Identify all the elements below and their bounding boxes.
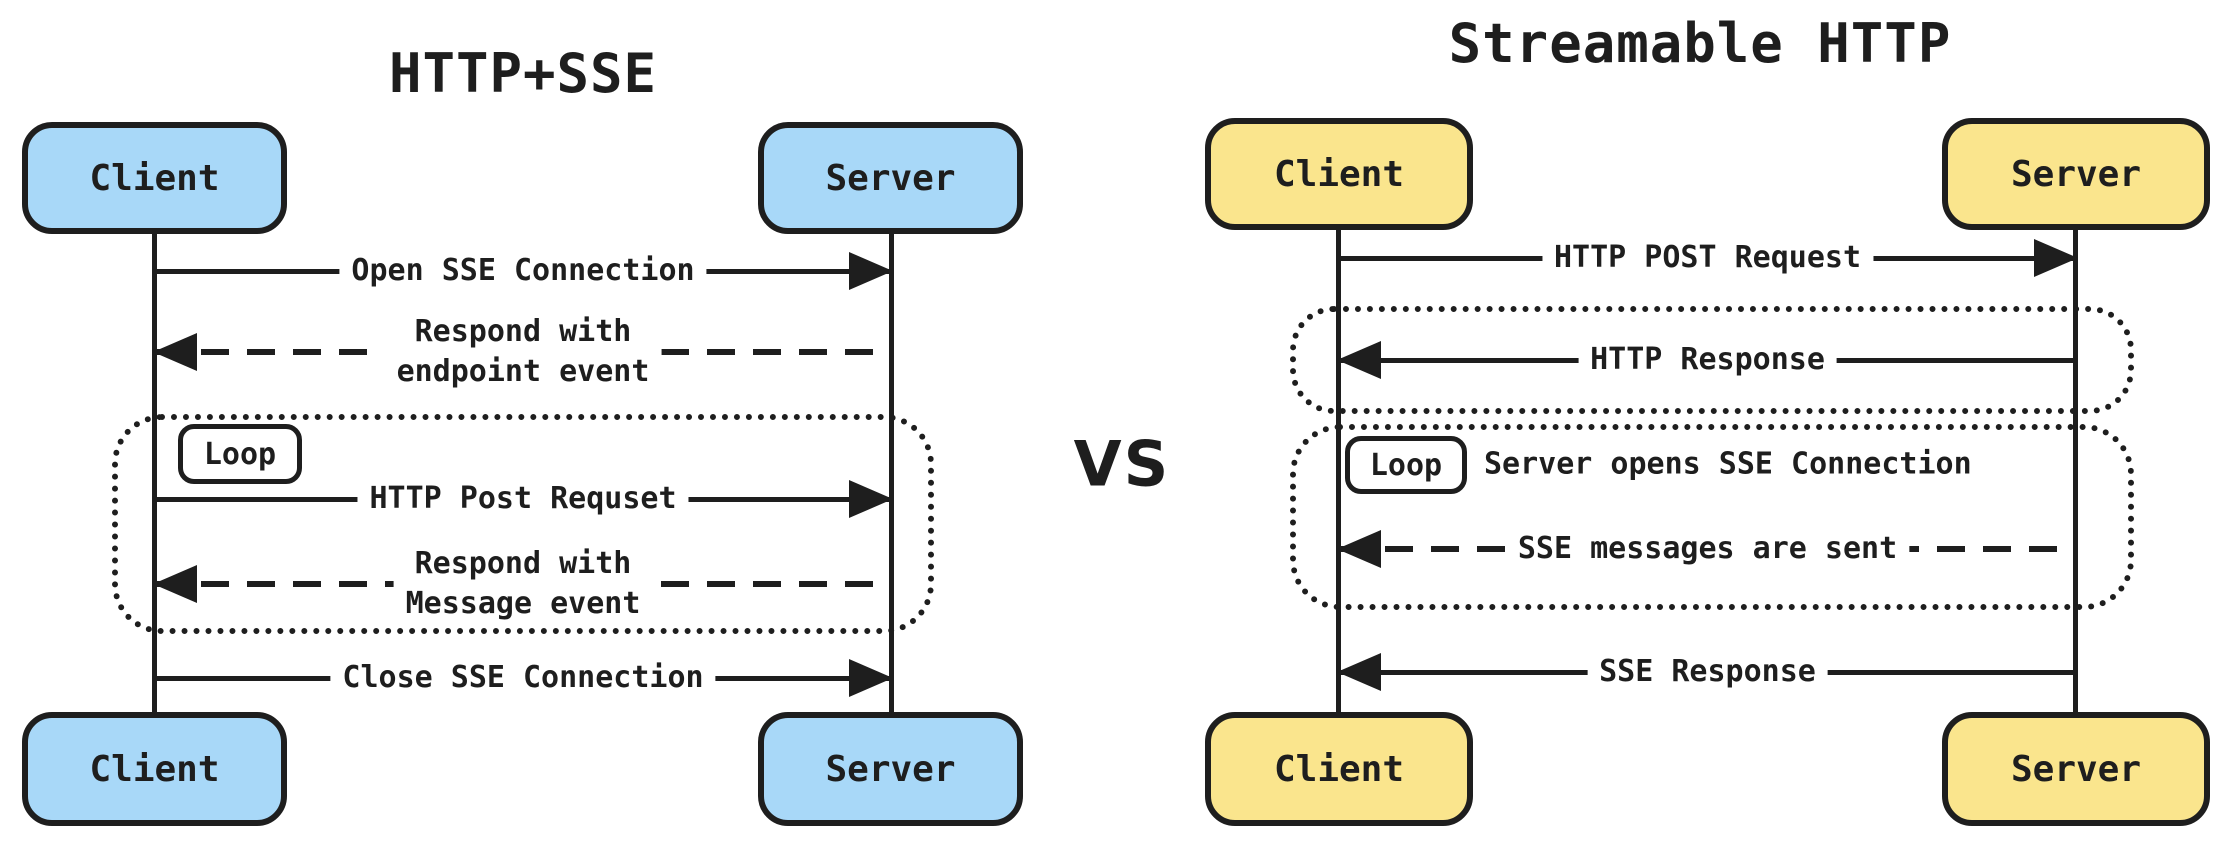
left-loop-tag: Loop bbox=[178, 424, 302, 484]
arrowhead-right-icon bbox=[849, 480, 893, 518]
message-label: SSE Response bbox=[1587, 650, 1828, 694]
right-diagram-title: Streamable HTTP bbox=[1448, 12, 1952, 75]
actor-label: Client bbox=[89, 748, 220, 790]
arrowhead-left-icon bbox=[153, 333, 197, 371]
message-label: SSE messages are sent bbox=[1505, 527, 1910, 571]
message-label: HTTP Post Requset bbox=[357, 477, 689, 521]
right-loop-note: Server opens SSE Connection bbox=[1484, 446, 1972, 482]
actor-label: Client bbox=[1273, 748, 1405, 790]
actor-label: Server bbox=[2010, 153, 2142, 195]
left-loop-fragment-border bbox=[112, 414, 934, 634]
left-client-top-box: Client bbox=[22, 122, 287, 234]
message-label: HTTP POST Request bbox=[1541, 236, 1874, 280]
arrowhead-right-icon bbox=[849, 659, 893, 697]
actor-label: Client bbox=[89, 157, 220, 199]
arrowhead-right-icon bbox=[849, 252, 893, 290]
right-client-top-box: Client bbox=[1205, 118, 1473, 230]
left-server-bottom-box: Server bbox=[758, 712, 1023, 826]
arrowhead-left-icon bbox=[1337, 653, 1381, 691]
arrowhead-left-icon bbox=[1337, 341, 1381, 379]
message-label: HTTP Response bbox=[1578, 338, 1837, 382]
message-label: Open SSE Connection bbox=[339, 249, 707, 293]
message-label: Close SSE Connection bbox=[330, 656, 716, 700]
left-server-top-box: Server bbox=[758, 122, 1023, 234]
loop-label: Loop bbox=[203, 436, 277, 472]
loop-label: Loop bbox=[1369, 447, 1443, 483]
actor-label: Client bbox=[1273, 153, 1405, 195]
message-label: Respond with endpoint event bbox=[384, 310, 662, 394]
arrowhead-right-icon bbox=[2034, 239, 2078, 277]
right-response-fragment-border bbox=[1290, 306, 2134, 414]
left-client-lifeline bbox=[152, 232, 157, 714]
arrowhead-left-icon bbox=[153, 565, 197, 603]
arrowhead-left-icon bbox=[1337, 530, 1381, 568]
actor-label: Server bbox=[825, 157, 956, 199]
message-label: Respond with Message event bbox=[393, 542, 653, 626]
right-loop-tag: Loop bbox=[1345, 436, 1467, 494]
right-client-bottom-box: Client bbox=[1205, 712, 1473, 826]
actor-label: Server bbox=[2010, 748, 2142, 790]
right-loop-fragment-border bbox=[1290, 424, 2134, 610]
right-server-lifeline bbox=[2073, 228, 2078, 714]
left-server-lifeline bbox=[889, 232, 894, 714]
vs-label: VS bbox=[1073, 427, 1171, 501]
right-server-bottom-box: Server bbox=[1942, 712, 2210, 826]
actor-label: Server bbox=[825, 748, 956, 790]
right-server-top-box: Server bbox=[1942, 118, 2210, 230]
left-diagram-title: HTTP+SSE bbox=[388, 42, 658, 105]
left-client-bottom-box: Client bbox=[22, 712, 287, 826]
